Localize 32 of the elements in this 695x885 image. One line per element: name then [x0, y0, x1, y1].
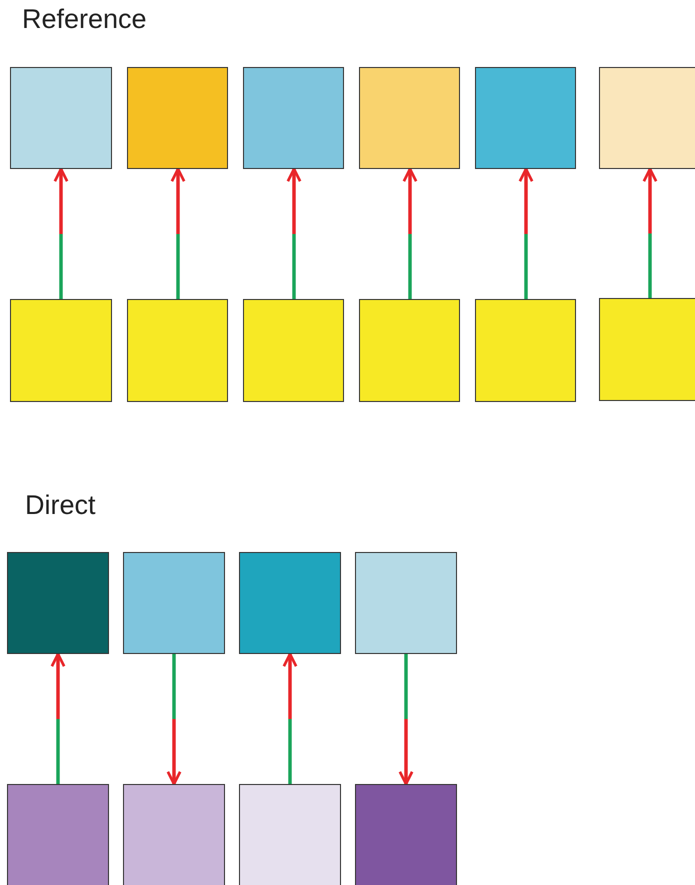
color-box-node [359, 299, 460, 402]
color-box-node [127, 67, 228, 169]
arrow [286, 168, 302, 299]
arrow [50, 652, 66, 784]
arrow [642, 168, 658, 298]
arrow [166, 654, 182, 786]
color-box-node [239, 552, 341, 654]
arrow [170, 168, 186, 299]
color-box-node [243, 67, 344, 169]
color-box-node [355, 784, 457, 885]
arrow [398, 654, 414, 786]
color-box-node [243, 299, 344, 402]
color-box-node [599, 67, 695, 169]
arrow [282, 652, 298, 784]
color-box-node [355, 552, 457, 654]
color-box-node [127, 299, 228, 402]
arrow [402, 168, 418, 299]
color-box-node [10, 299, 112, 402]
color-box-node [359, 67, 460, 169]
color-box-node [10, 67, 112, 169]
section-label: Reference [22, 4, 147, 35]
color-box-node [7, 552, 109, 654]
arrow [518, 168, 534, 299]
color-box-node [123, 784, 225, 885]
color-box-node [7, 784, 109, 885]
color-box-node [475, 67, 576, 169]
arrow [54, 168, 68, 299]
color-box-node [599, 298, 695, 401]
color-box-node [475, 299, 576, 402]
color-box-node [123, 552, 225, 654]
section-label: Direct [25, 490, 96, 521]
color-box-node [239, 784, 341, 885]
